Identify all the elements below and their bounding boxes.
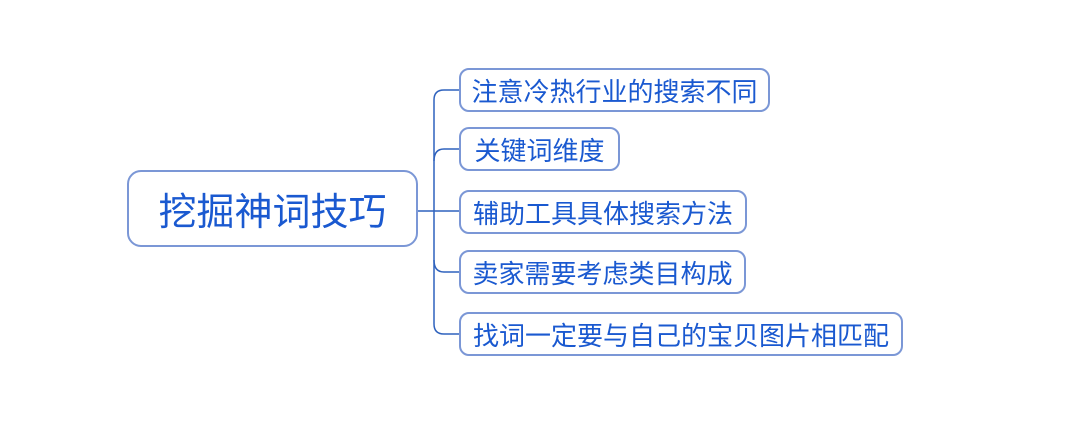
- connector-branch1: [433, 89, 459, 211]
- child-node-2-label: 关键词维度: [474, 136, 605, 166]
- child-node-5[interactable]: 找词一定要与自己的宝贝图片相匹配: [459, 312, 903, 356]
- child-node-2[interactable]: 关键词维度: [459, 127, 620, 171]
- connector-branch4: [433, 259, 459, 273]
- child-node-4[interactable]: 卖家需要考虑类目构成: [459, 250, 746, 294]
- connector-branch5: [433, 211, 459, 335]
- connector-branch2: [433, 148, 459, 162]
- child-node-3[interactable]: 辅助工具具体搜索方法: [459, 190, 747, 234]
- child-node-5-label: 找词一定要与自己的宝贝图片相匹配: [472, 321, 889, 351]
- root-node[interactable]: 挖掘神词技巧: [127, 170, 418, 247]
- child-node-1-label: 注意冷热行业的搜索不同: [471, 77, 758, 107]
- child-node-3-label: 辅助工具具体搜索方法: [472, 199, 733, 229]
- root-node-label: 挖掘神词技巧: [158, 192, 387, 234]
- child-node-1[interactable]: 注意冷热行业的搜索不同: [459, 68, 770, 112]
- child-node-4-label: 卖家需要考虑类目构成: [472, 259, 733, 289]
